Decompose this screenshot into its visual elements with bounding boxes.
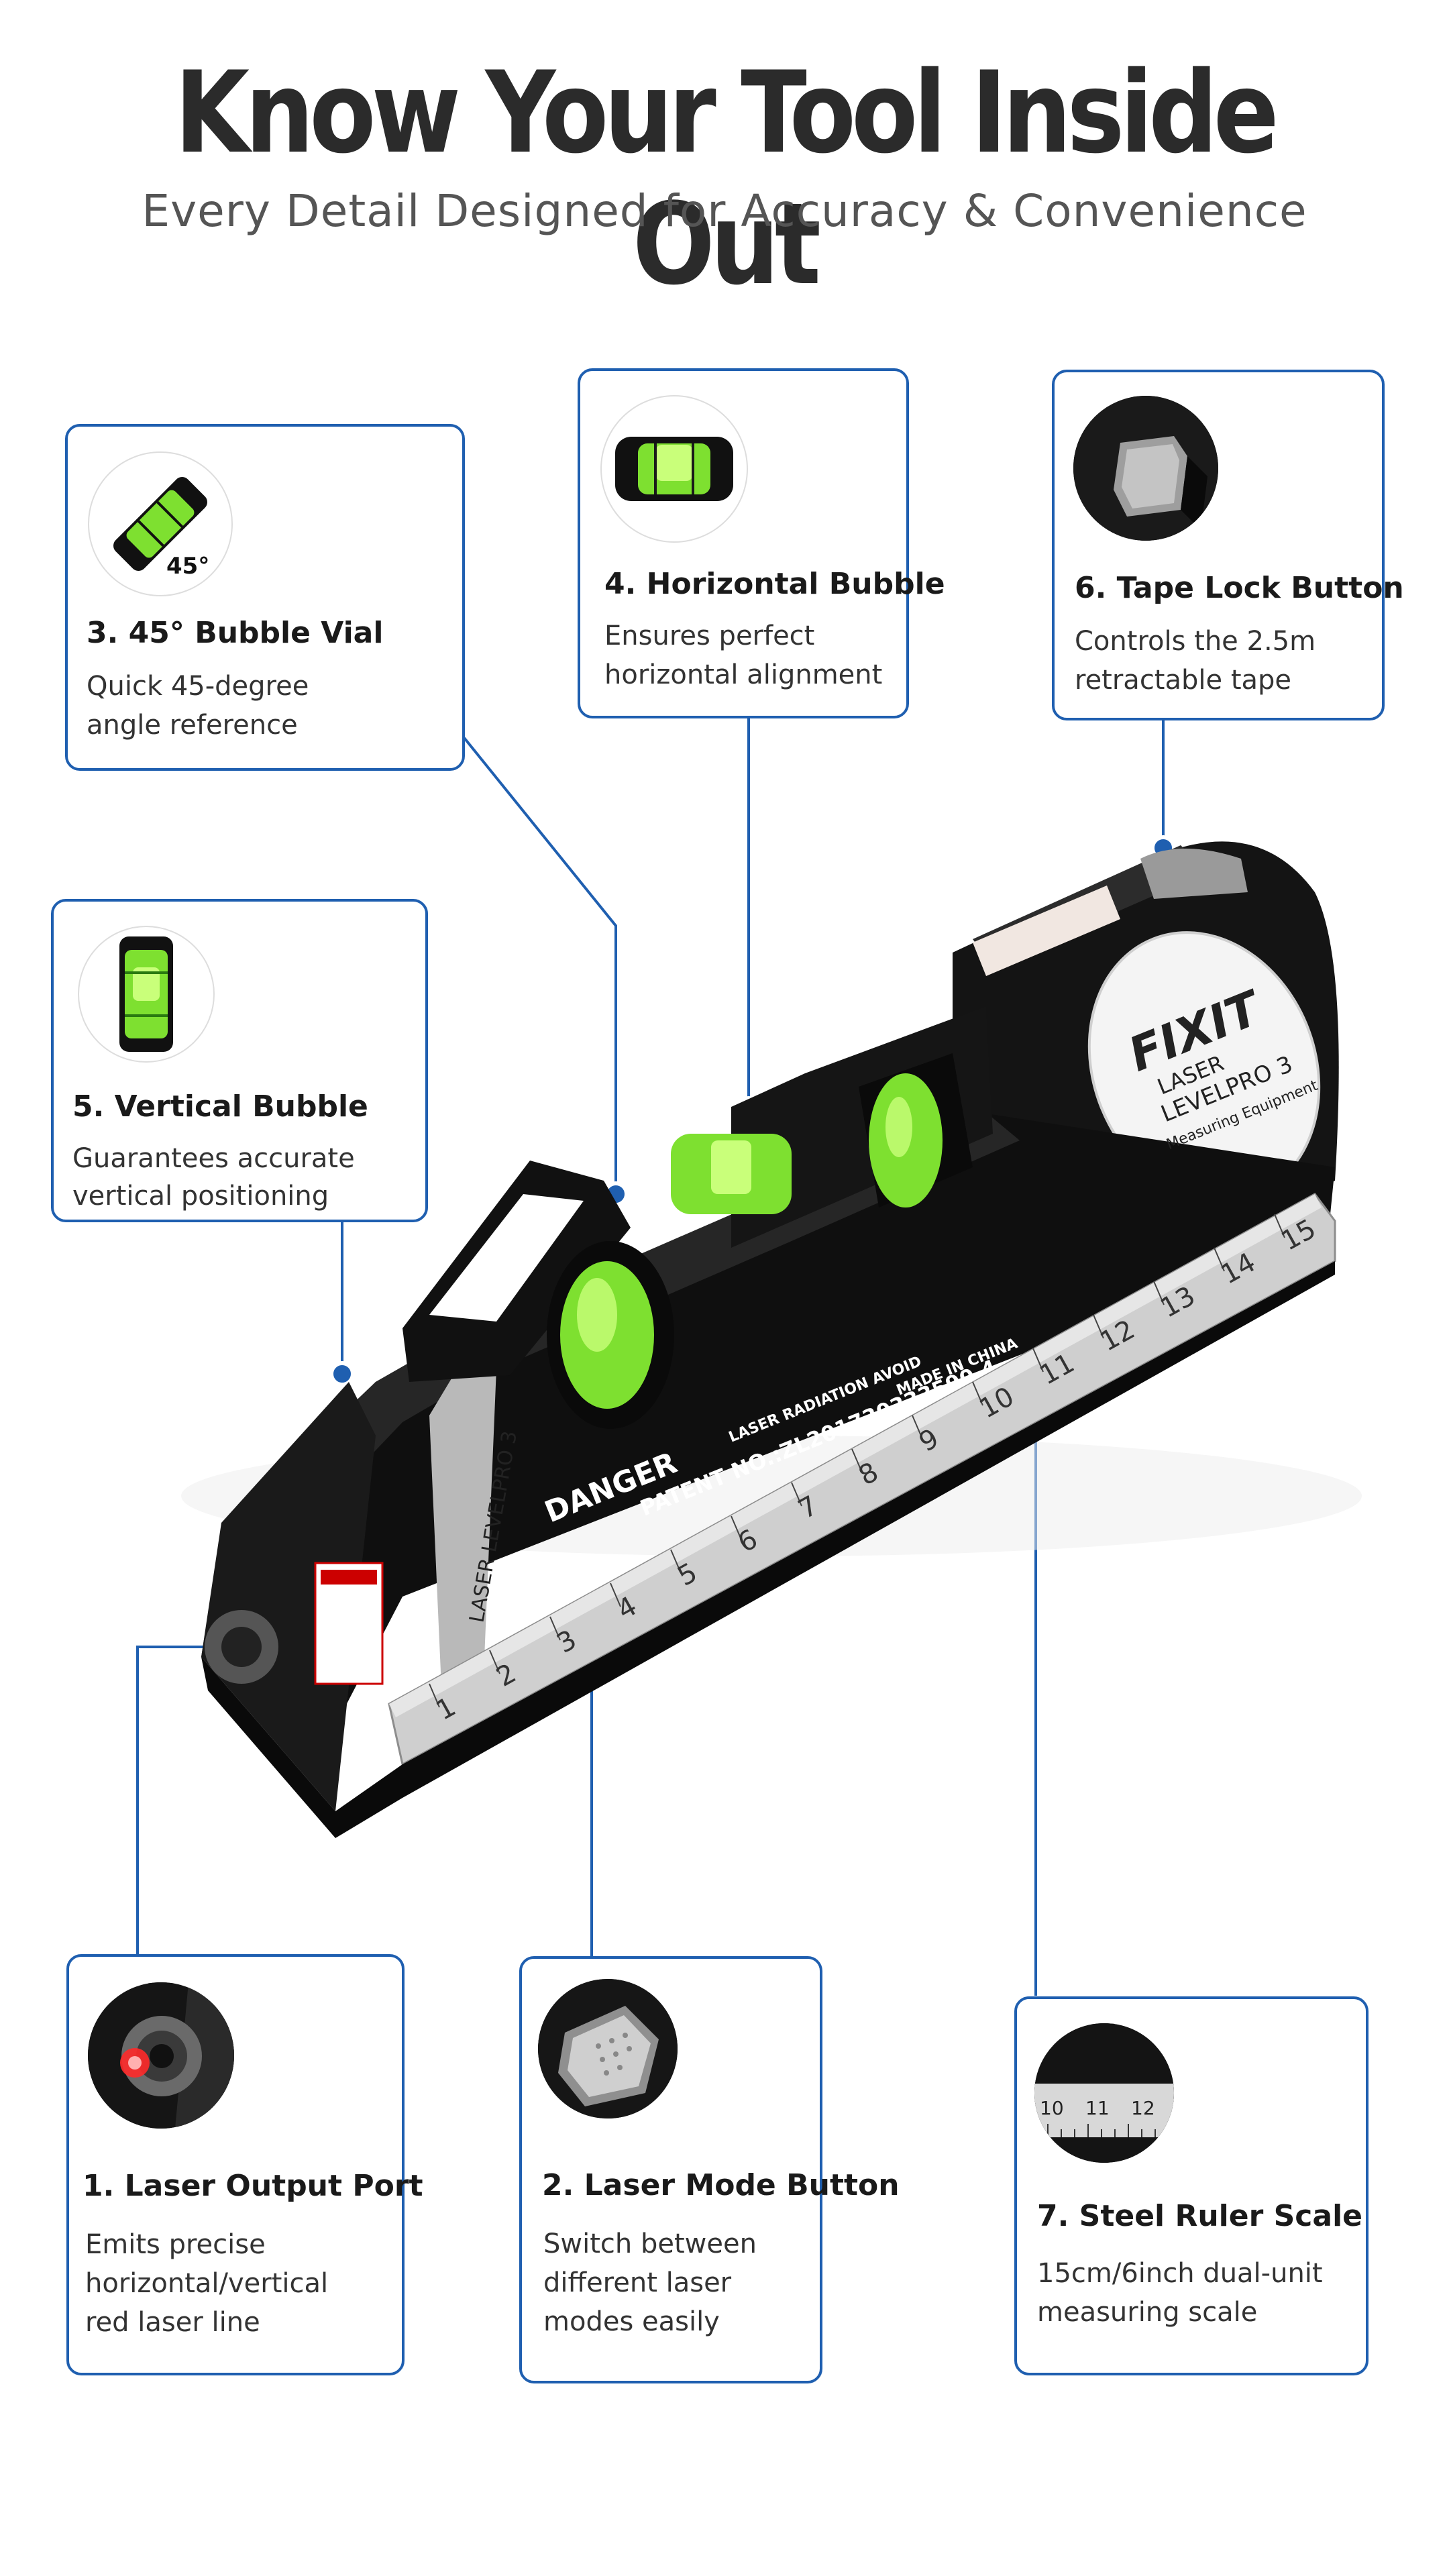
feature-desc-line2: measuring scale <box>1037 2297 1258 2328</box>
tape-lock-button-icon <box>1073 396 1218 541</box>
feature-title: 1. Laser Output Port <box>83 2169 423 2203</box>
ruler-mark-12: 12 <box>1131 2097 1155 2119</box>
ruler-mark-11: 11 <box>1085 2097 1110 2119</box>
feature-desc-line2: horizontal/vertical <box>85 2268 329 2299</box>
feature-card-steel-ruler-scale: 10 11 12 7. Steel Ruler Scale 15cm/6inch… <box>1014 1996 1368 2375</box>
feature-title: 7. Steel Ruler Scale <box>1037 2199 1362 2233</box>
feature-desc-line2: angle reference <box>87 710 298 741</box>
feature-desc-line1: Ensures perfect <box>604 621 815 651</box>
page-title: Know Your Tool Inside Out <box>174 47 1279 310</box>
feature-title: 3. 45° Bubble Vial <box>87 616 384 650</box>
feature-desc-line1: Controls the 2.5m <box>1075 626 1316 657</box>
feature-title: 5. Vertical Bubble <box>72 1089 368 1124</box>
feature-card-laser-output-port: 1. Laser Output Port Emits precise horiz… <box>66 1954 423 2375</box>
feature-desc-line1: 15cm/6inch dual-unit <box>1037 2258 1323 2289</box>
feature-card-45-bubble-vial: 45° 3. 45° Bubble Vial Quick 45-degree a… <box>65 424 465 771</box>
feature-desc-line3: modes easily <box>543 2306 720 2337</box>
horizontal-bubble-icon <box>600 395 748 543</box>
feature-desc-line1: Quick 45-degree <box>87 671 309 702</box>
feature-desc-line3: red laser line <box>85 2307 260 2338</box>
badge-45: 45° <box>166 553 209 580</box>
ruler-scale-icon: 10 11 12 <box>1034 2023 1174 2163</box>
feature-card-tape-lock-button: 6. Tape Lock Button Controls the 2.5m re… <box>1052 370 1404 720</box>
laser-port-icon <box>88 1982 234 2129</box>
feature-title: 4. Horizontal Bubble <box>604 567 945 601</box>
feature-card-horizontal-bubble: 4. Horizontal Bubble Ensures perfect hor… <box>578 368 945 718</box>
feature-card-vertical-bubble: 5. Vertical Bubble Guarantees accurate v… <box>51 899 428 1222</box>
feature-desc-line2: vertical positioning <box>72 1181 329 1212</box>
ruler-mark-10: 10 <box>1040 2097 1064 2119</box>
bubble-45-icon: 45° <box>88 451 233 596</box>
feature-desc-line2: horizontal alignment <box>604 659 883 690</box>
feature-desc-line1: Guarantees accurate <box>72 1143 355 1174</box>
feature-desc-line2: retractable tape <box>1075 665 1292 696</box>
feature-title: 6. Tape Lock Button <box>1075 571 1404 605</box>
feature-card-laser-mode-button: 2. Laser Mode Button Switch between diff… <box>519 1956 900 2383</box>
page-subtitle: Every Detail Designed for Accuracy & Con… <box>142 185 1307 237</box>
feature-desc-line2: different laser <box>543 2267 732 2298</box>
feature-title: 2. Laser Mode Button <box>542 2168 900 2202</box>
feature-desc-line1: Emits precise <box>85 2229 266 2260</box>
feature-desc-line1: Switch between <box>543 2229 757 2259</box>
laser-mode-button-icon <box>538 1979 678 2118</box>
vertical-bubble-icon <box>78 926 215 1063</box>
